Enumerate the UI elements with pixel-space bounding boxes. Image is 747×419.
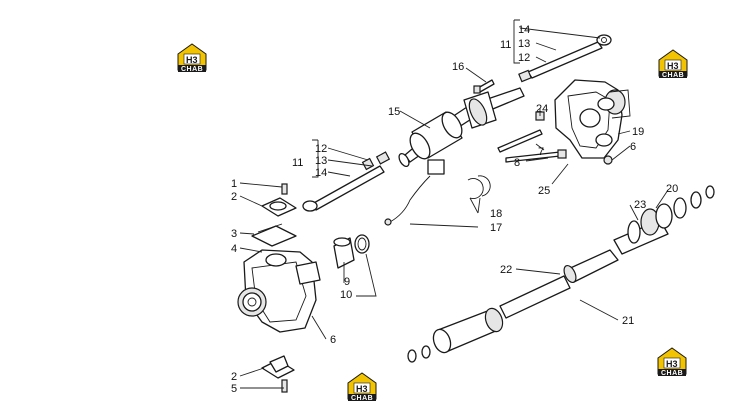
tie-rod-upper [518,34,612,83]
callout-7: 7 [538,146,544,158]
callout-6-left: 6 [330,334,336,346]
callout-11-left: 11 [292,157,303,169]
callout-5: 5 [231,383,237,395]
logo-mark: H3 [186,55,198,65]
bolt-16 [473,79,495,94]
callout-11-right: 11 [500,39,511,51]
steering-knuckle-19 [554,79,631,165]
tie-rod-lower [302,151,391,212]
callout-2: 2 [231,191,237,203]
callout-15: 15 [388,106,400,118]
logo-mark: H3 [356,384,368,394]
callout-1: 1 [231,178,237,190]
callout-12-right: 12 [518,52,530,64]
leader-lines [239,19,669,389]
callout-19: 19 [632,126,644,138]
logo-mark: H3 [667,61,679,71]
logo-mark: H3 [666,359,678,369]
callout-12-left: 12 [315,143,327,155]
axle-housing-15 [398,87,525,168]
sensor-17 [384,159,445,226]
callout-18: 18 [490,208,502,220]
callout-21: 21 [622,315,634,327]
logo-bottom-center: H3 CHAB [347,372,377,402]
callout-13-left: 13 [315,155,327,167]
logo-caption: CHAB [181,66,203,73]
logo-bottom-right: H3 CHAB [657,347,687,377]
callout-8: 8 [514,157,520,169]
logo-top-right: H3 CHAB [658,49,688,79]
callout-16: 16 [452,61,464,73]
callout-9: 9 [344,276,350,288]
callout-25: 25 [538,185,550,197]
callout-6-right: 6 [630,141,636,153]
seal-rings-lower [407,345,431,363]
callout-labels: 1 2 3 4 2 5 6 9 10 11 12 13 14 11 14 13 … [231,24,678,395]
callout-10: 10 [340,289,352,301]
callout-3: 3 [231,228,237,240]
callout-14-right: 14 [518,24,530,36]
bolt-7-8 [497,129,567,163]
callout-13-right: 13 [518,38,530,50]
callout-23: 23 [634,199,646,211]
callout-14-left: 14 [315,167,327,179]
kingpin-cap-top [251,183,297,247]
callout-24: 24 [536,103,548,115]
callout-2-lower: 2 [231,371,237,383]
callout-17: 17 [490,222,502,234]
callout-20: 20 [666,183,678,195]
steering-knuckle-4 [237,249,321,333]
callout-22: 22 [500,264,512,276]
callout-4: 4 [231,243,237,255]
kingpin-cap-bottom [261,355,295,393]
bushings-9-10 [333,234,370,269]
logo-caption: CHAB [661,370,683,377]
logo-top-left: H3 CHAB [177,43,207,73]
bearings-20-23 [627,185,715,244]
logo-caption: CHAB [351,395,373,402]
snap-rings-18 [467,175,491,199]
logo-caption: CHAB [662,72,684,79]
